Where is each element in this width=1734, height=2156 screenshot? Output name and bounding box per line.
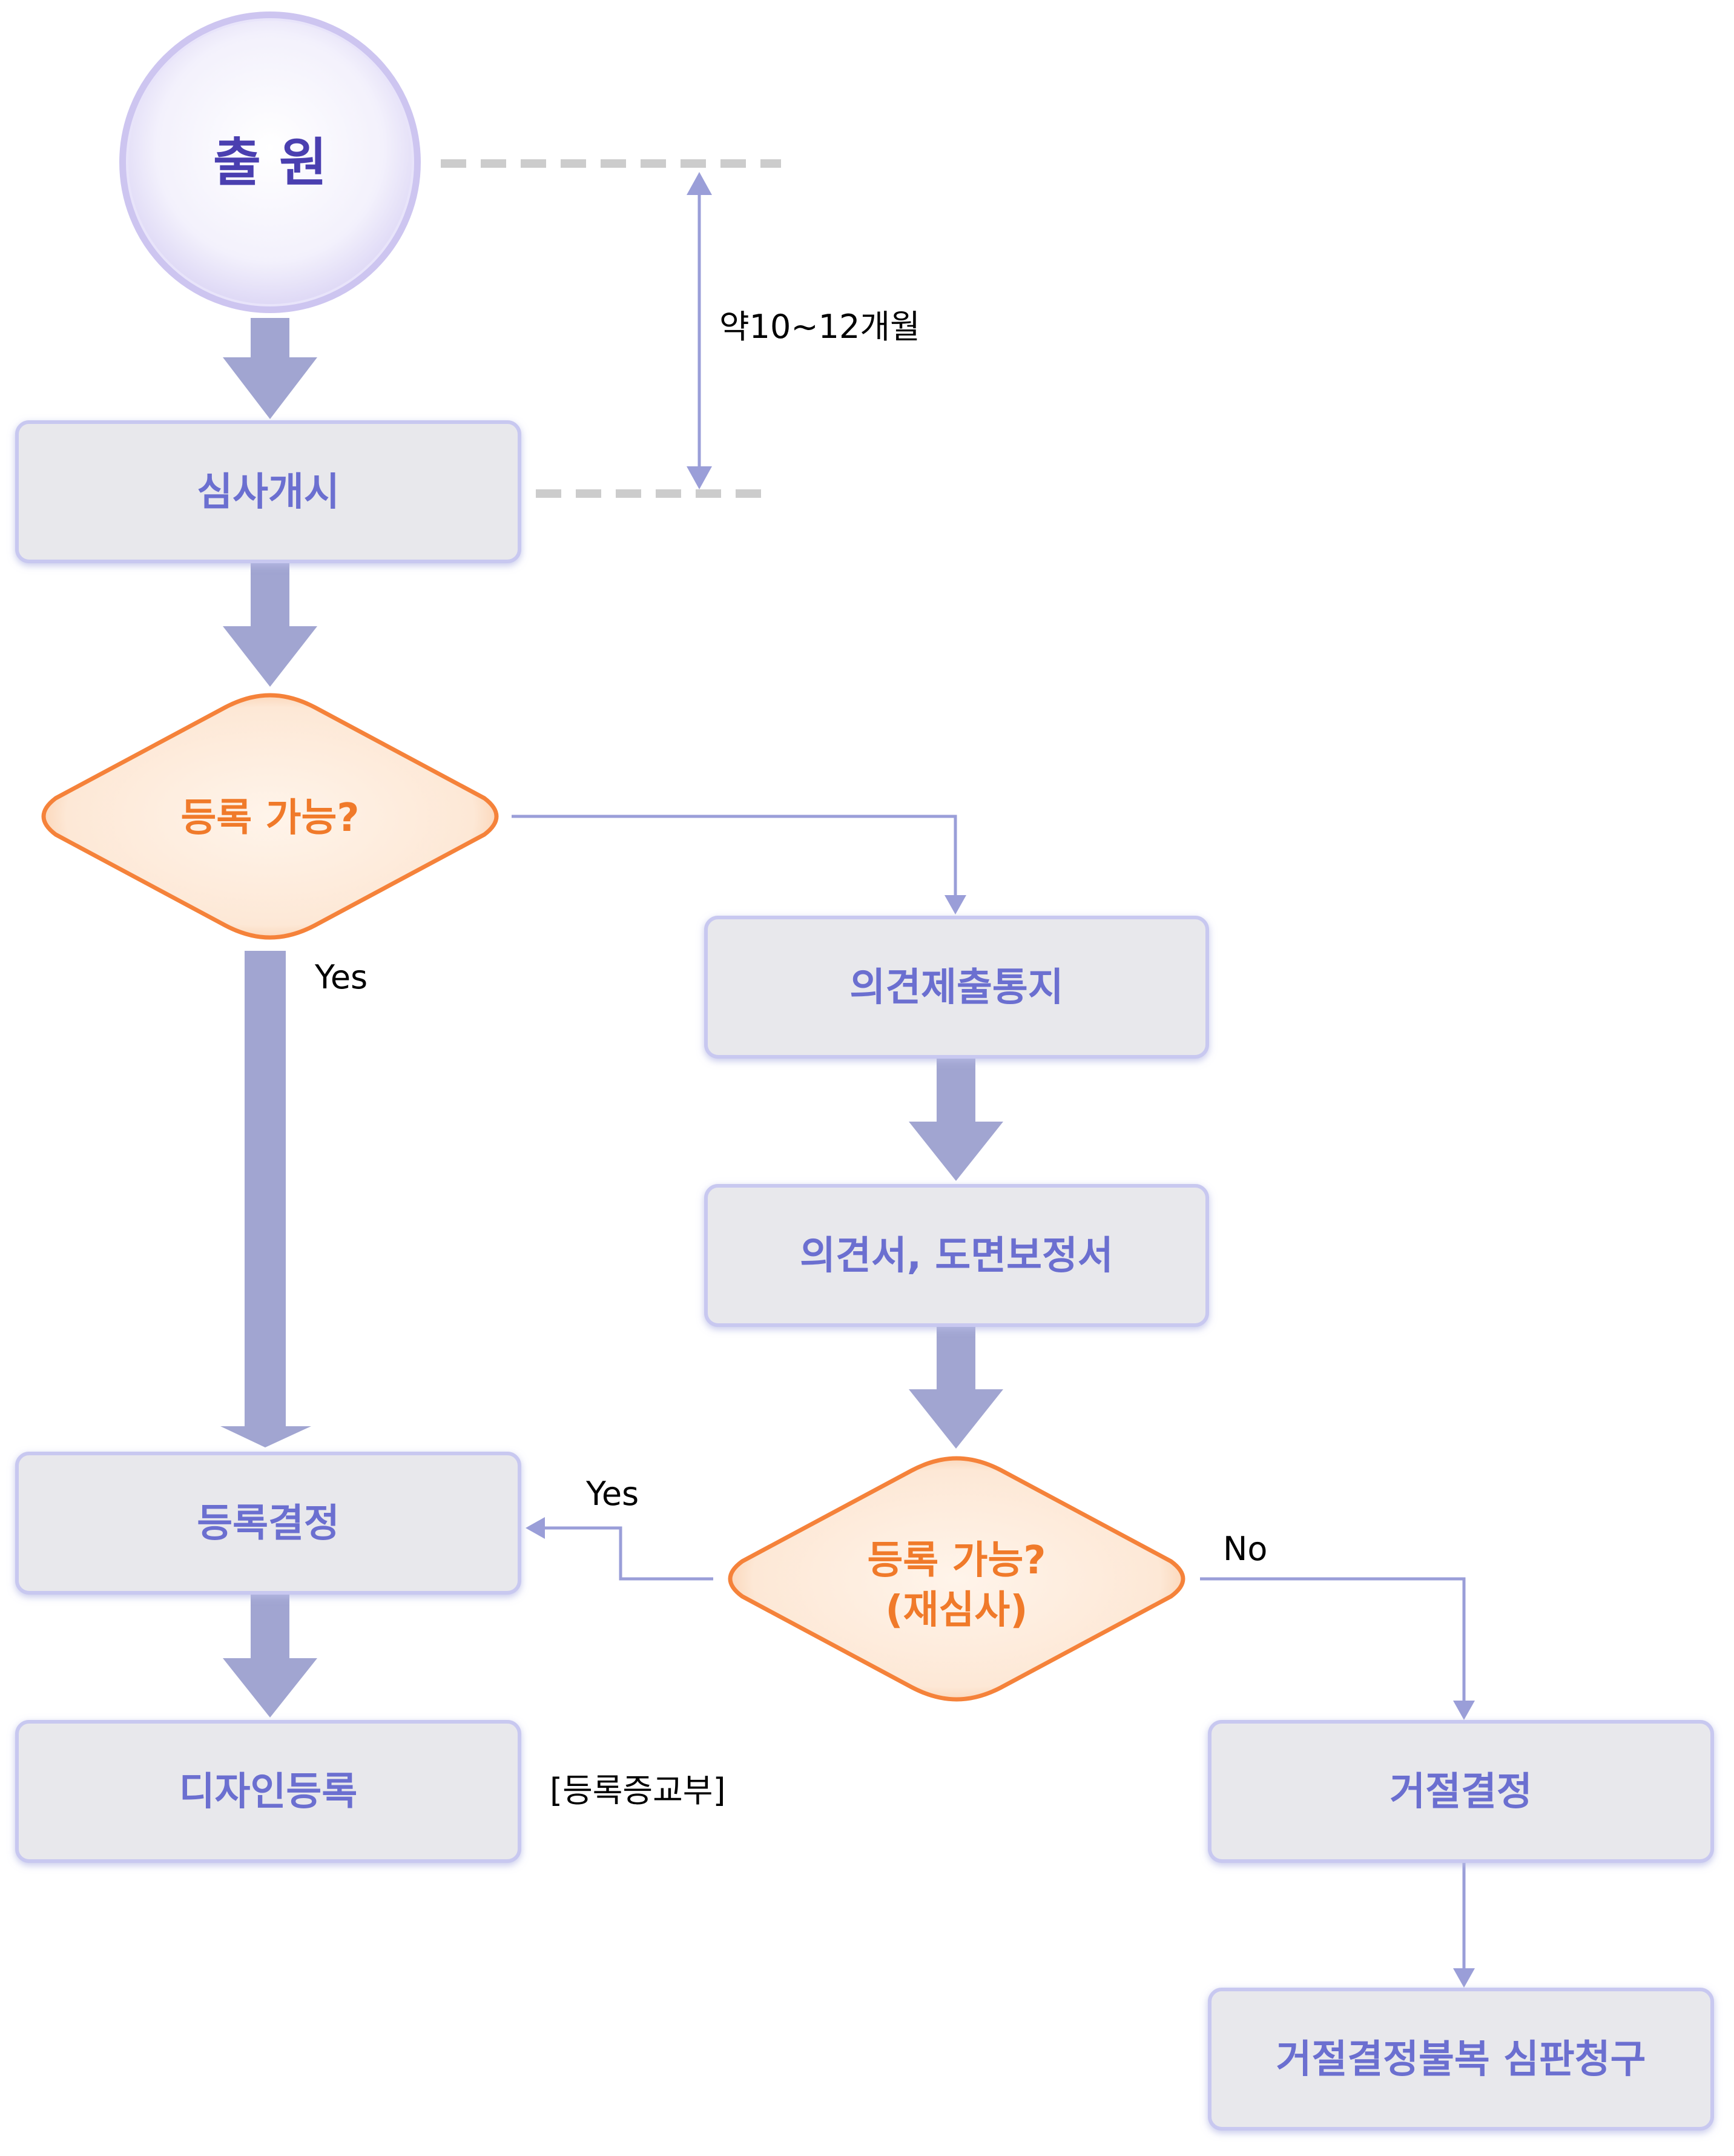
fat-arrow-start-to-exam — [223, 318, 317, 419]
start-node: 출 원 — [123, 15, 417, 309]
decision2-label-line1: 등록 가능? — [868, 1538, 1046, 1583]
opinion-docs-label: 의견서, 도면보정서 — [800, 1234, 1113, 1278]
registration-decision-label: 등록결정 — [197, 1501, 340, 1546]
certificate-label: [등록증교부] — [550, 1771, 726, 1810]
appeal-label: 거절결정불복 심판청구 — [1276, 2037, 1646, 2082]
no-label-decision2: No — [1223, 1530, 1267, 1568]
rejection-decision-label: 거절결정 — [1390, 1770, 1532, 1814]
yes-label-decision1: Yes — [314, 958, 368, 996]
start-label: 출 원 — [213, 133, 327, 193]
connector-decision1-no — [512, 816, 966, 914]
yes-label-decision2: Yes — [585, 1475, 639, 1513]
fat-arrow-registration-to-design — [223, 1594, 317, 1718]
design-registration-label: 디자인등록 — [179, 1770, 357, 1814]
connector-decision2-no — [1200, 1579, 1475, 1720]
duration-arrow — [687, 172, 712, 489]
fat-arrow-decision1-yes — [220, 951, 311, 1447]
duration-label: 약10~12개월 — [719, 308, 920, 346]
opinion-notice-label: 의견제출통지 — [849, 965, 1063, 1010]
fat-arrow-exam-to-decision1 — [223, 562, 317, 687]
decision2-label-line2: (재심사) — [885, 1588, 1027, 1633]
decision1-label: 등록 가능? — [181, 796, 360, 841]
fat-arrow-notice-to-docs — [909, 1057, 1003, 1181]
fat-arrow-docs-to-decision2 — [909, 1325, 1003, 1449]
exam-start-label: 심사개시 — [197, 470, 340, 515]
connector-decision2-yes — [526, 1517, 713, 1579]
connector-rejection-to-appeal — [1453, 1860, 1475, 1988]
